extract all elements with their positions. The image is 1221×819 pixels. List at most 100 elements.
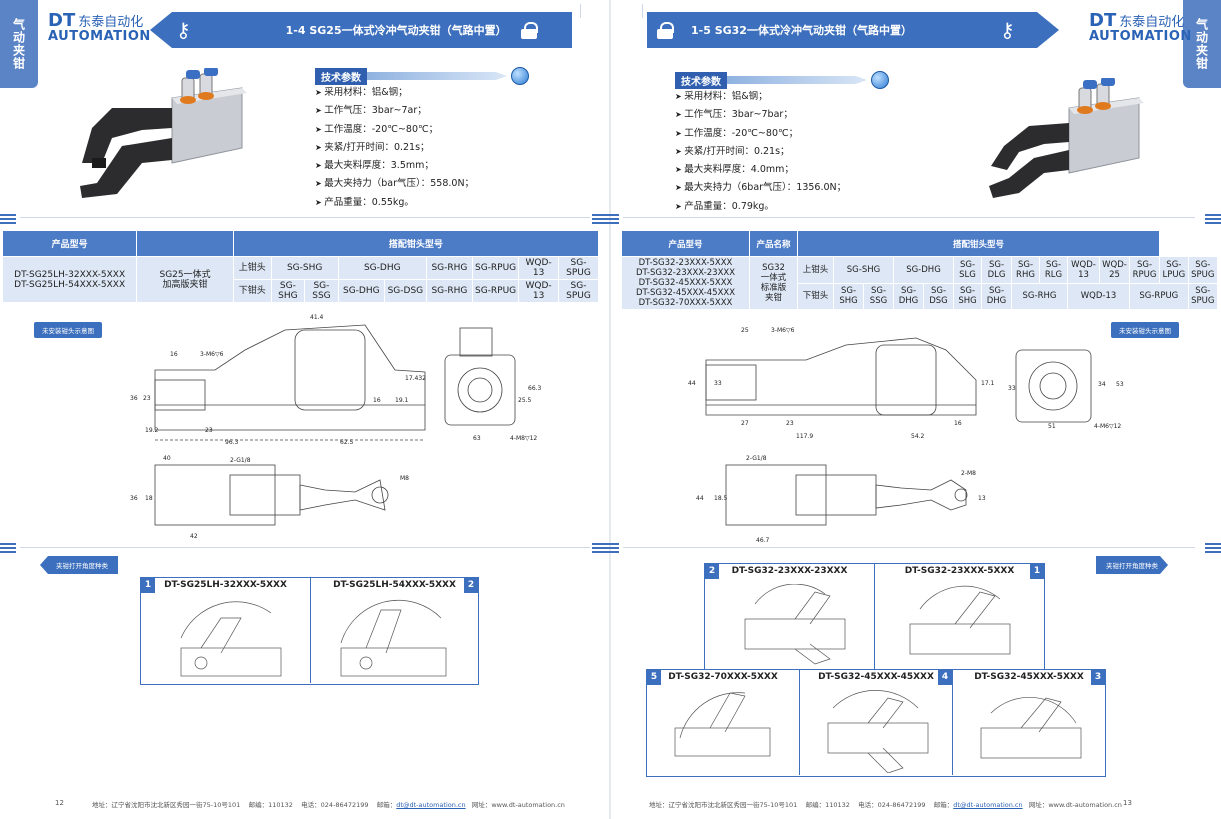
table-cell-name: SG25一体式加高版夹钳 bbox=[136, 256, 234, 303]
svg-text:23: 23 bbox=[786, 420, 794, 427]
svg-text:23: 23 bbox=[205, 427, 213, 434]
globe-icon bbox=[871, 71, 889, 89]
svg-text:33: 33 bbox=[714, 380, 722, 387]
panel-number: 5 bbox=[647, 670, 661, 685]
product-image bbox=[989, 78, 1144, 198]
tech-params-list: 采用材料：铝&钢； 工作气压：3bar~7bar； 工作温度：-20℃~80℃；… bbox=[675, 88, 846, 216]
panel-number: 2 bbox=[705, 564, 719, 579]
svg-text:36: 36 bbox=[130, 395, 138, 402]
svg-text:17.1: 17.1 bbox=[981, 380, 995, 387]
page-number: 12 bbox=[55, 799, 64, 807]
svg-text:16: 16 bbox=[954, 420, 962, 427]
lower-jaw-label: 下钳头 bbox=[232, 279, 272, 303]
email-link[interactable]: dt@dt-automation.cn bbox=[396, 801, 466, 809]
footer: 地址：辽宁省沈阳市沈北新区秀园一街75-10号101 邮编：110132 电话：… bbox=[92, 801, 565, 809]
angle-panels: 1 DT-SG25LH-32XXX-5XXX 2 DT-SG25LH-54XXX… bbox=[140, 577, 479, 685]
svg-text:16: 16 bbox=[373, 397, 381, 404]
param-item: 工作气压：3bar~7ar； bbox=[315, 102, 474, 120]
param-item: 采用材料：铝&钢； bbox=[315, 84, 474, 102]
param-item: 最大夹料厚度：3.5mm； bbox=[315, 157, 474, 175]
param-item: 采用材料：铝&钢； bbox=[675, 88, 846, 106]
svg-text:54.2: 54.2 bbox=[911, 433, 925, 440]
svg-text:13: 13 bbox=[978, 495, 986, 502]
panel-number: 1 bbox=[1030, 564, 1044, 579]
param-item: 最大夹持力（bar气压）：558.0N； bbox=[315, 175, 474, 193]
svg-text:23: 23 bbox=[143, 395, 151, 402]
angle-drawing bbox=[909, 585, 1011, 655]
svg-text:25: 25 bbox=[741, 327, 749, 334]
angle-types-tag: 夹钳打开角度种类 bbox=[1096, 556, 1168, 574]
panel-title: DT-SG32-23XXX-5XXX bbox=[904, 566, 1015, 576]
param-item: 产品重量：0.79kg。 bbox=[675, 198, 846, 216]
lower-jaw-label: 下钳头 bbox=[797, 282, 834, 310]
param-item: 夹紧/打开时间：0.21s； bbox=[315, 139, 474, 157]
svg-text:19.2: 19.2 bbox=[145, 427, 159, 434]
svg-text:3-M6▽6: 3-M6▽6 bbox=[200, 351, 224, 358]
params-header: 技术参数 bbox=[675, 71, 889, 89]
angle-drawing bbox=[744, 584, 846, 665]
svg-text:51: 51 bbox=[1048, 423, 1056, 430]
svg-text:63: 63 bbox=[473, 435, 481, 442]
page-spine bbox=[609, 0, 612, 819]
param-item: 工作温度：-20℃~80℃； bbox=[675, 125, 846, 143]
panel-title: DT-SG32-45XXX-5XXX bbox=[974, 672, 1084, 682]
page-number: 13 bbox=[1123, 799, 1132, 807]
technical-drawing: 41.4 3-M6▽6 16 36 23 19.2 23 96.3 62.5 1… bbox=[130, 314, 542, 540]
svg-text:33: 33 bbox=[1008, 385, 1016, 392]
side-tab[interactable]: 气动夹钳 bbox=[1183, 0, 1221, 88]
side-tab[interactable]: 气动夹钳 bbox=[0, 0, 38, 88]
svg-text:4-M8▽12: 4-M8▽12 bbox=[510, 435, 537, 442]
svg-text:M8: M8 bbox=[400, 475, 409, 482]
svg-text:18.5: 18.5 bbox=[714, 495, 728, 502]
svg-text:44: 44 bbox=[688, 380, 696, 387]
diagram-tag: 未安装钳头示意图 bbox=[34, 322, 102, 338]
panel-number: 1 bbox=[141, 578, 155, 593]
svg-text:62.5: 62.5 bbox=[340, 439, 354, 446]
svg-text:27: 27 bbox=[741, 420, 749, 427]
svg-text:2-G1/8: 2-G1/8 bbox=[230, 457, 251, 464]
svg-text:17.432: 17.432 bbox=[405, 375, 426, 382]
section-title-banner: ⚷ 1-4 SG25一体式冷冲气动夹钳（气路中置） bbox=[150, 12, 572, 48]
panel-title: DT-SG32-45XXX-45XXX bbox=[818, 672, 934, 682]
svg-text:42: 42 bbox=[190, 533, 198, 540]
svg-text:117.9: 117.9 bbox=[796, 433, 813, 440]
panel-title: DT-SG32-23XXX-23XXX bbox=[731, 566, 848, 576]
lock-icon bbox=[520, 21, 538, 39]
param-item: 工作气压：3bar~7bar； bbox=[675, 106, 846, 124]
svg-text:19.1: 19.1 bbox=[395, 397, 409, 404]
section-title: 1-5 SG32一体式冷冲气动夹钳（气路中置） bbox=[691, 24, 912, 37]
svg-text:53: 53 bbox=[1116, 381, 1124, 388]
tech-params-list: 采用材料：铝&钢； 工作气压：3bar~7ar； 工作温度：-20℃~80℃； … bbox=[315, 84, 474, 212]
table-header-fit: 搭配钳头型号 bbox=[797, 230, 1160, 257]
table-header-model: 产品型号 bbox=[1, 230, 138, 257]
angle-panels-top: 2 DT-SG32-23XXX-23XXX 1 DT-SG32-23XXX-5X… bbox=[704, 563, 1045, 671]
key-icon: ⚷ bbox=[176, 18, 191, 42]
table-header-model: 产品型号 bbox=[621, 230, 750, 257]
svg-text:4-M6▽12: 4-M6▽12 bbox=[1094, 423, 1121, 430]
svg-text:34: 34 bbox=[1098, 381, 1106, 388]
panel-title: DT-SG32-70XXX-5XXX bbox=[668, 672, 778, 682]
panel-number: 2 bbox=[464, 578, 478, 593]
product-image bbox=[80, 68, 247, 198]
svg-text:46.7: 46.7 bbox=[756, 537, 770, 544]
upper-jaw-label: 上钳头 bbox=[797, 256, 834, 284]
key-icon: ⚷ bbox=[999, 18, 1015, 42]
angle-types-tag: 夹钳打开角度种类 bbox=[40, 556, 118, 574]
svg-text:3-M6▽6: 3-M6▽6 bbox=[771, 327, 795, 334]
diagram-tag: 未安装钳头示意图 bbox=[1111, 322, 1179, 338]
svg-text:36: 36 bbox=[130, 495, 138, 502]
table-header-fit: 搭配钳头型号 bbox=[232, 230, 600, 257]
svg-text:2-G1/8: 2-G1/8 bbox=[746, 455, 767, 462]
angle-panels-bottom: 5 DT-SG32-70XXX-5XXX 4 DT-SG32-45XXX-45X… bbox=[646, 669, 1106, 777]
svg-text:41.4: 41.4 bbox=[310, 314, 324, 321]
upper-jaw-label: 上钳头 bbox=[232, 256, 272, 280]
angle-drawing bbox=[180, 601, 282, 677]
email-link[interactable]: dt@dt-automation.cn bbox=[953, 801, 1023, 809]
svg-text:66.3: 66.3 bbox=[528, 385, 542, 392]
param-item: 最大夹持力（6bar气压）：1356.0N； bbox=[675, 179, 846, 197]
section-title-banner: 1-5 SG32一体式冷冲气动夹钳（气路中置） ⚷ bbox=[647, 12, 1059, 48]
